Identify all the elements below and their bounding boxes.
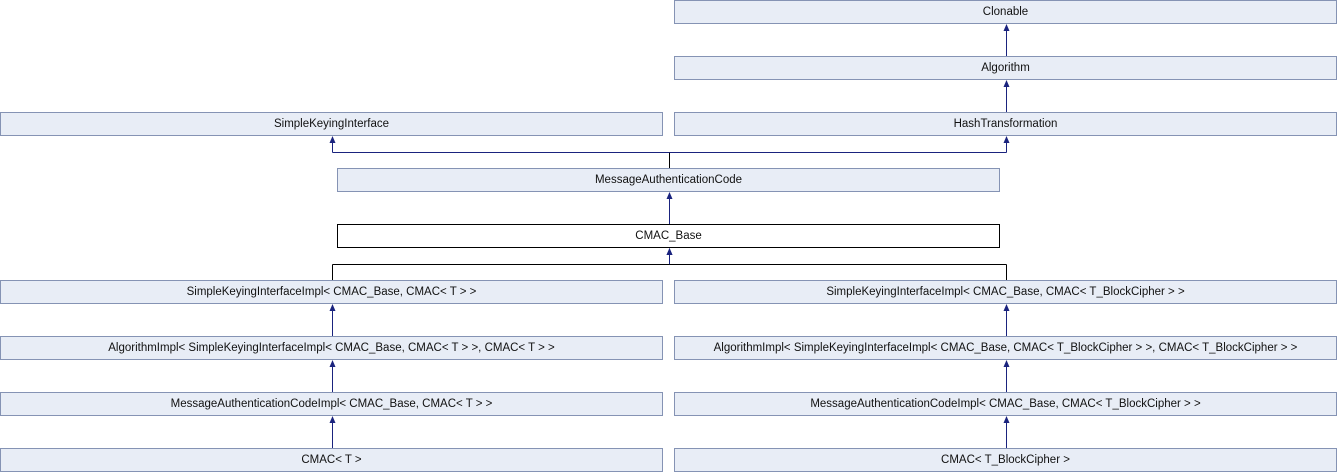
edge-arrowhead — [1003, 136, 1010, 143]
class-node-cmac-t[interactable]: CMAC< T > — [0, 448, 663, 472]
class-node-message-authentication-code[interactable]: MessageAuthenticationCode — [337, 168, 1000, 192]
edge-arrowhead — [329, 136, 336, 143]
edge-arrowhead — [666, 248, 673, 255]
edge-arrowhead — [1003, 416, 1010, 423]
edge-arrowhead — [666, 192, 673, 199]
class-node-cmac-base: CMAC_Base — [337, 224, 1000, 248]
class-node-ski-impl-blockcipher[interactable]: SimpleKeyingInterfaceImpl< CMAC_Base, CM… — [674, 280, 1337, 304]
class-node-hash-transformation[interactable]: HashTransformation — [674, 112, 1337, 136]
edge-arrowhead — [329, 416, 336, 423]
edge-arrowhead — [1003, 80, 1010, 87]
class-node-simple-keying-interface[interactable]: SimpleKeyingInterface — [0, 112, 663, 136]
class-node-algorithm-impl-t[interactable]: AlgorithmImpl< SimpleKeyingInterfaceImpl… — [0, 336, 663, 360]
class-node-mac-impl-blockcipher[interactable]: MessageAuthenticationCodeImpl< CMAC_Base… — [674, 392, 1337, 416]
class-node-ski-impl-t[interactable]: SimpleKeyingInterfaceImpl< CMAC_Base, CM… — [0, 280, 663, 304]
class-node-cmac-blockcipher[interactable]: CMAC< T_BlockCipher > — [674, 448, 1337, 472]
class-node-clonable[interactable]: Clonable — [674, 0, 1337, 24]
class-node-mac-impl-t[interactable]: MessageAuthenticationCodeImpl< CMAC_Base… — [0, 392, 663, 416]
edge-arrowhead — [1003, 304, 1010, 311]
class-node-algorithm-impl-blockcipher[interactable]: AlgorithmImpl< SimpleKeyingInterfaceImpl… — [674, 336, 1337, 360]
edge-arrowhead — [1003, 24, 1010, 31]
class-node-algorithm[interactable]: Algorithm — [674, 56, 1337, 80]
edge-arrowhead — [329, 304, 336, 311]
edge-arrowhead — [329, 360, 336, 367]
edge-arrowhead — [1003, 360, 1010, 367]
